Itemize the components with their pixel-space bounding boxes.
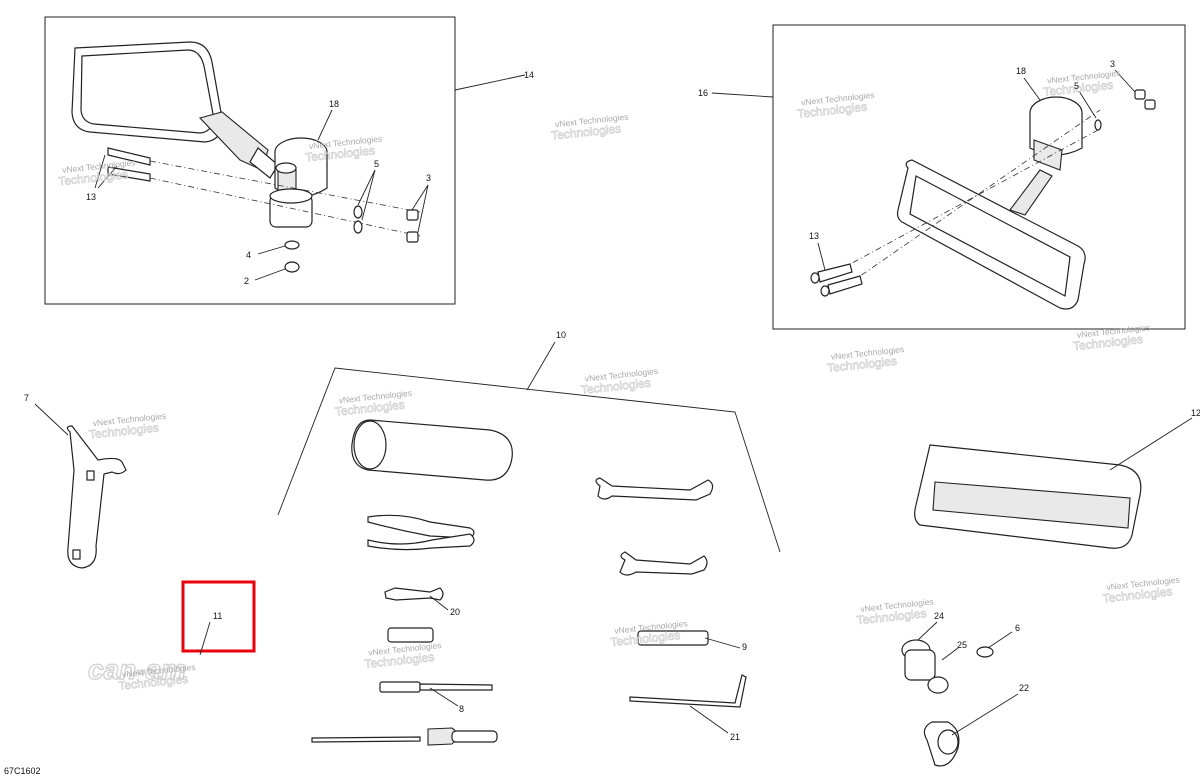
toolkit-leaders (429, 595, 741, 734)
callout-14[interactable]: 14 (524, 70, 534, 80)
callout-3[interactable]: 3 (426, 173, 431, 183)
callout-12[interactable]: 12 (1191, 408, 1200, 418)
item-11-highlight[interactable] (181, 580, 256, 653)
side-mirror-box (44, 16, 456, 305)
storage-bag-drawing (914, 417, 1193, 549)
rearview-mirror-drawing (810, 89, 1156, 310)
callout-6[interactable]: 6 (1015, 623, 1020, 633)
rearview-mirror-leaders (711, 69, 1136, 271)
callout-3-rear[interactable]: 3 (1110, 59, 1115, 69)
callout-13[interactable]: 13 (86, 192, 96, 202)
side-mirror-drawing (71, 41, 421, 273)
toolkit-drawings (311, 419, 747, 746)
callout-22[interactable]: 22 (1019, 683, 1029, 693)
callout-9[interactable]: 9 (742, 642, 747, 652)
side-mirror-leaders (94, 74, 526, 281)
callout-20[interactable]: 20 (450, 607, 460, 617)
can-am-logo: can-am (87, 653, 186, 685)
callout-24[interactable]: 24 (934, 611, 944, 621)
svg-text:can-am: can-am (88, 654, 186, 685)
toolkit-bracket (277, 341, 781, 553)
callout-21[interactable]: 21 (730, 732, 740, 742)
callout-5-rear[interactable]: 5 (1074, 81, 1079, 91)
diagram-code: 67C1602 (4, 766, 41, 776)
callout-7[interactable]: 7 (24, 393, 29, 403)
callout-18[interactable]: 18 (329, 99, 339, 109)
callout-25[interactable]: 25 (957, 640, 967, 650)
callout-11[interactable]: 11 (213, 611, 222, 621)
callout-8[interactable]: 8 (459, 704, 464, 714)
item-11-leader (199, 621, 211, 656)
rearview-mirror-box (772, 24, 1186, 330)
callout-16[interactable]: 16 (698, 88, 708, 98)
callout-labels: 14 18 13 5 3 4 2 16 18 5 3 13 10 7 11 12… (24, 59, 1200, 742)
callout-5[interactable]: 5 (374, 159, 379, 169)
callout-13-rear[interactable]: 13 (809, 231, 819, 241)
callout-4[interactable]: 4 (246, 250, 251, 260)
spanner-drawing (34, 403, 127, 569)
callout-10[interactable]: 10 (556, 330, 566, 340)
callout-2[interactable]: 2 (244, 276, 249, 286)
callout-18-rear[interactable]: 18 (1016, 66, 1026, 76)
fuse-holder-drawing (901, 621, 1019, 767)
